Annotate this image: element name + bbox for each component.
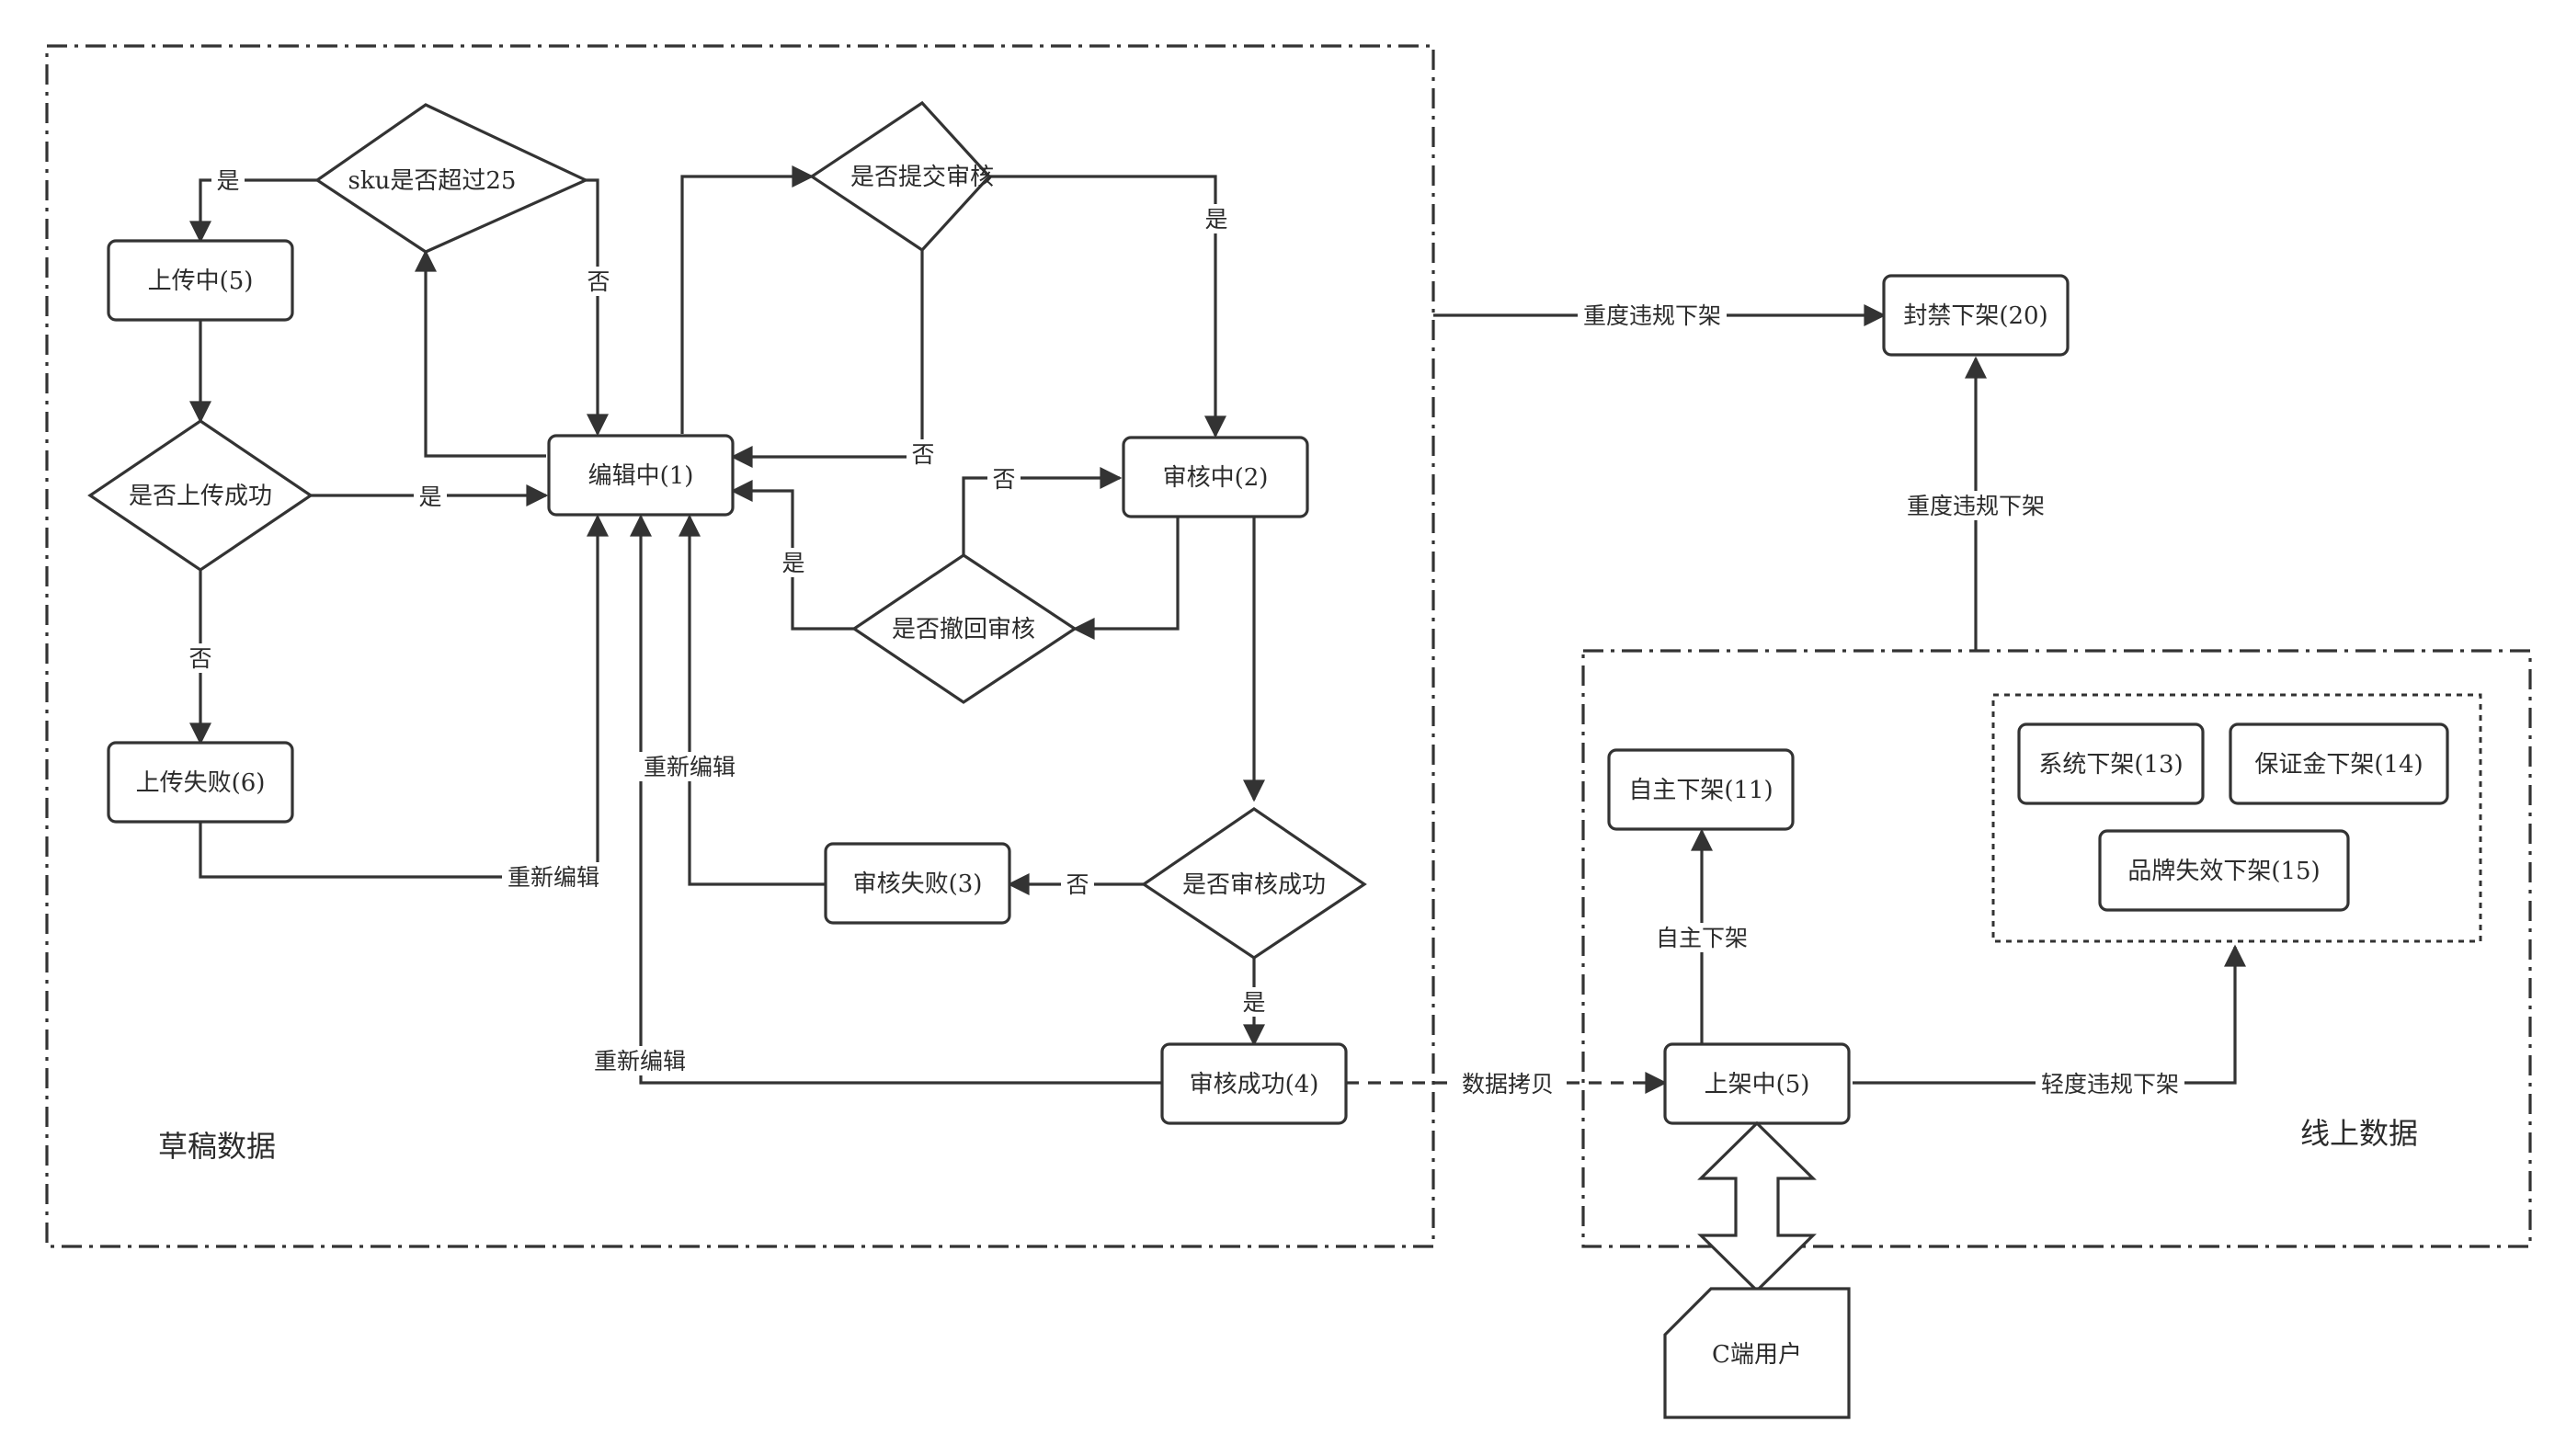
node-reviewing-label: 审核中(2) [1163, 464, 1269, 492]
node-ban-offline: 封禁下架(20) [1882, 274, 2070, 357]
node-review-success: 审核成功(4) [1160, 1042, 1348, 1125]
decision-withdraw-review-label: 是否撤回审核 [892, 616, 1035, 643]
edge-label-no: 否 [992, 466, 1015, 493]
online-data-frame [1581, 649, 2532, 1248]
node-self-offline: 自主下架(11) [1607, 748, 1795, 831]
edge-review-failed-reedit [679, 514, 826, 886]
edge-editing-to-sku [415, 249, 546, 458]
edge-labels: 是 否 是 否 是 否 否 是 否 是 重新编辑 重新编辑 重新编辑 数据拷贝 … [184, 165, 2184, 1098]
edge-upload-failed-reedit [199, 514, 609, 879]
node-system-offline: 系统下架(13) [2017, 722, 2205, 805]
node-upload-failed: 上传失败(6) [107, 741, 294, 824]
node-brand-offline-label: 品牌失效下架(15) [2127, 858, 2320, 885]
edge-label-no: 否 [911, 441, 934, 468]
decision-sku-over-label: sku是否超过25 [348, 167, 517, 195]
edge-label-re-edit: 重新编辑 [644, 754, 736, 780]
edge-withdraw-no [962, 467, 1123, 555]
edge-label-yes: 是 [1242, 989, 1265, 1016]
node-editing-label: 编辑中(1) [588, 462, 694, 490]
node-system-offline-label: 系统下架(13) [2038, 751, 2183, 779]
decision-review-ok: 是否审核成功 [1141, 807, 1367, 960]
online-data-label: 线上数据 [2300, 1116, 2418, 1151]
node-deposit-offline: 保证金下架(14) [2229, 722, 2449, 805]
decision-submit-review-label: 是否提交审核 [850, 164, 994, 191]
edge-review-success-reedit [630, 514, 1162, 1085]
decision-upload-ok: 是否上传成功 [87, 419, 314, 572]
node-brand-offline: 品牌失效下架(15) [2098, 829, 2350, 912]
node-review-failed: 审核失败(3) [824, 842, 1011, 925]
edge-label-no: 否 [1066, 871, 1089, 898]
edge-submit-no [730, 250, 924, 468]
decision-upload-ok-label: 是否上传成功 [129, 483, 272, 510]
node-deposit-offline-label: 保证金下架(14) [2254, 751, 2423, 779]
edge-label-no: 否 [587, 268, 610, 295]
edge-label-light-violation: 轻度违规下架 [2041, 1071, 2179, 1098]
node-review-success-label: 审核成功(4) [1190, 1071, 1319, 1098]
decision-withdraw-review: 是否撤回审核 [851, 553, 1078, 704]
edge-label-no: 否 [188, 645, 211, 672]
node-self-offline-label: 自主下架(11) [1628, 777, 1773, 804]
node-review-failed-label: 审核失败(3) [853, 870, 983, 898]
connectors [189, 165, 2246, 1094]
node-ban-offline-label: 封禁下架(20) [1903, 302, 2047, 330]
edge-reviewing-to-withdraw [1072, 517, 1180, 640]
draft-data-label: 草稿数据 [158, 1129, 276, 1164]
edge-submit-to-reviewing [989, 175, 1226, 438]
edge-label-yes: 是 [1204, 206, 1227, 233]
node-reviewing: 审核中(2) [1122, 436, 1309, 518]
node-upload-failed-label: 上传失败(6) [136, 769, 266, 797]
node-editing: 编辑中(1) [547, 434, 735, 517]
decision-submit-review: 是否提交审核 [809, 100, 994, 253]
decision-review-ok-label: 是否审核成功 [1182, 871, 1326, 899]
draft-data-frame [45, 44, 1435, 1248]
edge-label-yes: 是 [216, 167, 239, 194]
offline-types-frame [1991, 693, 2482, 943]
edge-label-severe-violation: 重度违规下架 [1907, 493, 2045, 519]
edge-editing-to-submit [680, 165, 815, 434]
node-c-user-label: C端用户 [1712, 1341, 1802, 1369]
node-uploading-label: 上传中(5) [148, 267, 254, 295]
edge-label-re-edit: 重新编辑 [594, 1048, 686, 1075]
edge-online-to-light-violation [1853, 944, 2246, 1085]
edge-label-severe-violation: 重度违规下架 [1583, 302, 1721, 329]
node-c-user: C端用户 [1663, 1287, 1851, 1419]
node-online-on: 上架中(5) [1663, 1042, 1851, 1125]
node-uploading: 上传中(5) [107, 239, 294, 322]
edge-label-re-edit: 重新编辑 [507, 864, 599, 891]
bidirectional-arrow-icon [1697, 1120, 1817, 1293]
edge-label-yes: 是 [418, 483, 441, 510]
edge-sku-to-editing [586, 178, 609, 437]
decision-sku-over: sku是否超过25 [314, 103, 589, 254]
edge-label-data-copy: 数据拷贝 [1462, 1071, 1554, 1098]
node-online-on-label: 上架中(5) [1705, 1071, 1810, 1098]
edge-label-yes: 是 [781, 550, 804, 576]
edge-sku-to-uploading [189, 178, 317, 244]
edge-label-self-offline: 自主下架 [1656, 925, 1748, 951]
